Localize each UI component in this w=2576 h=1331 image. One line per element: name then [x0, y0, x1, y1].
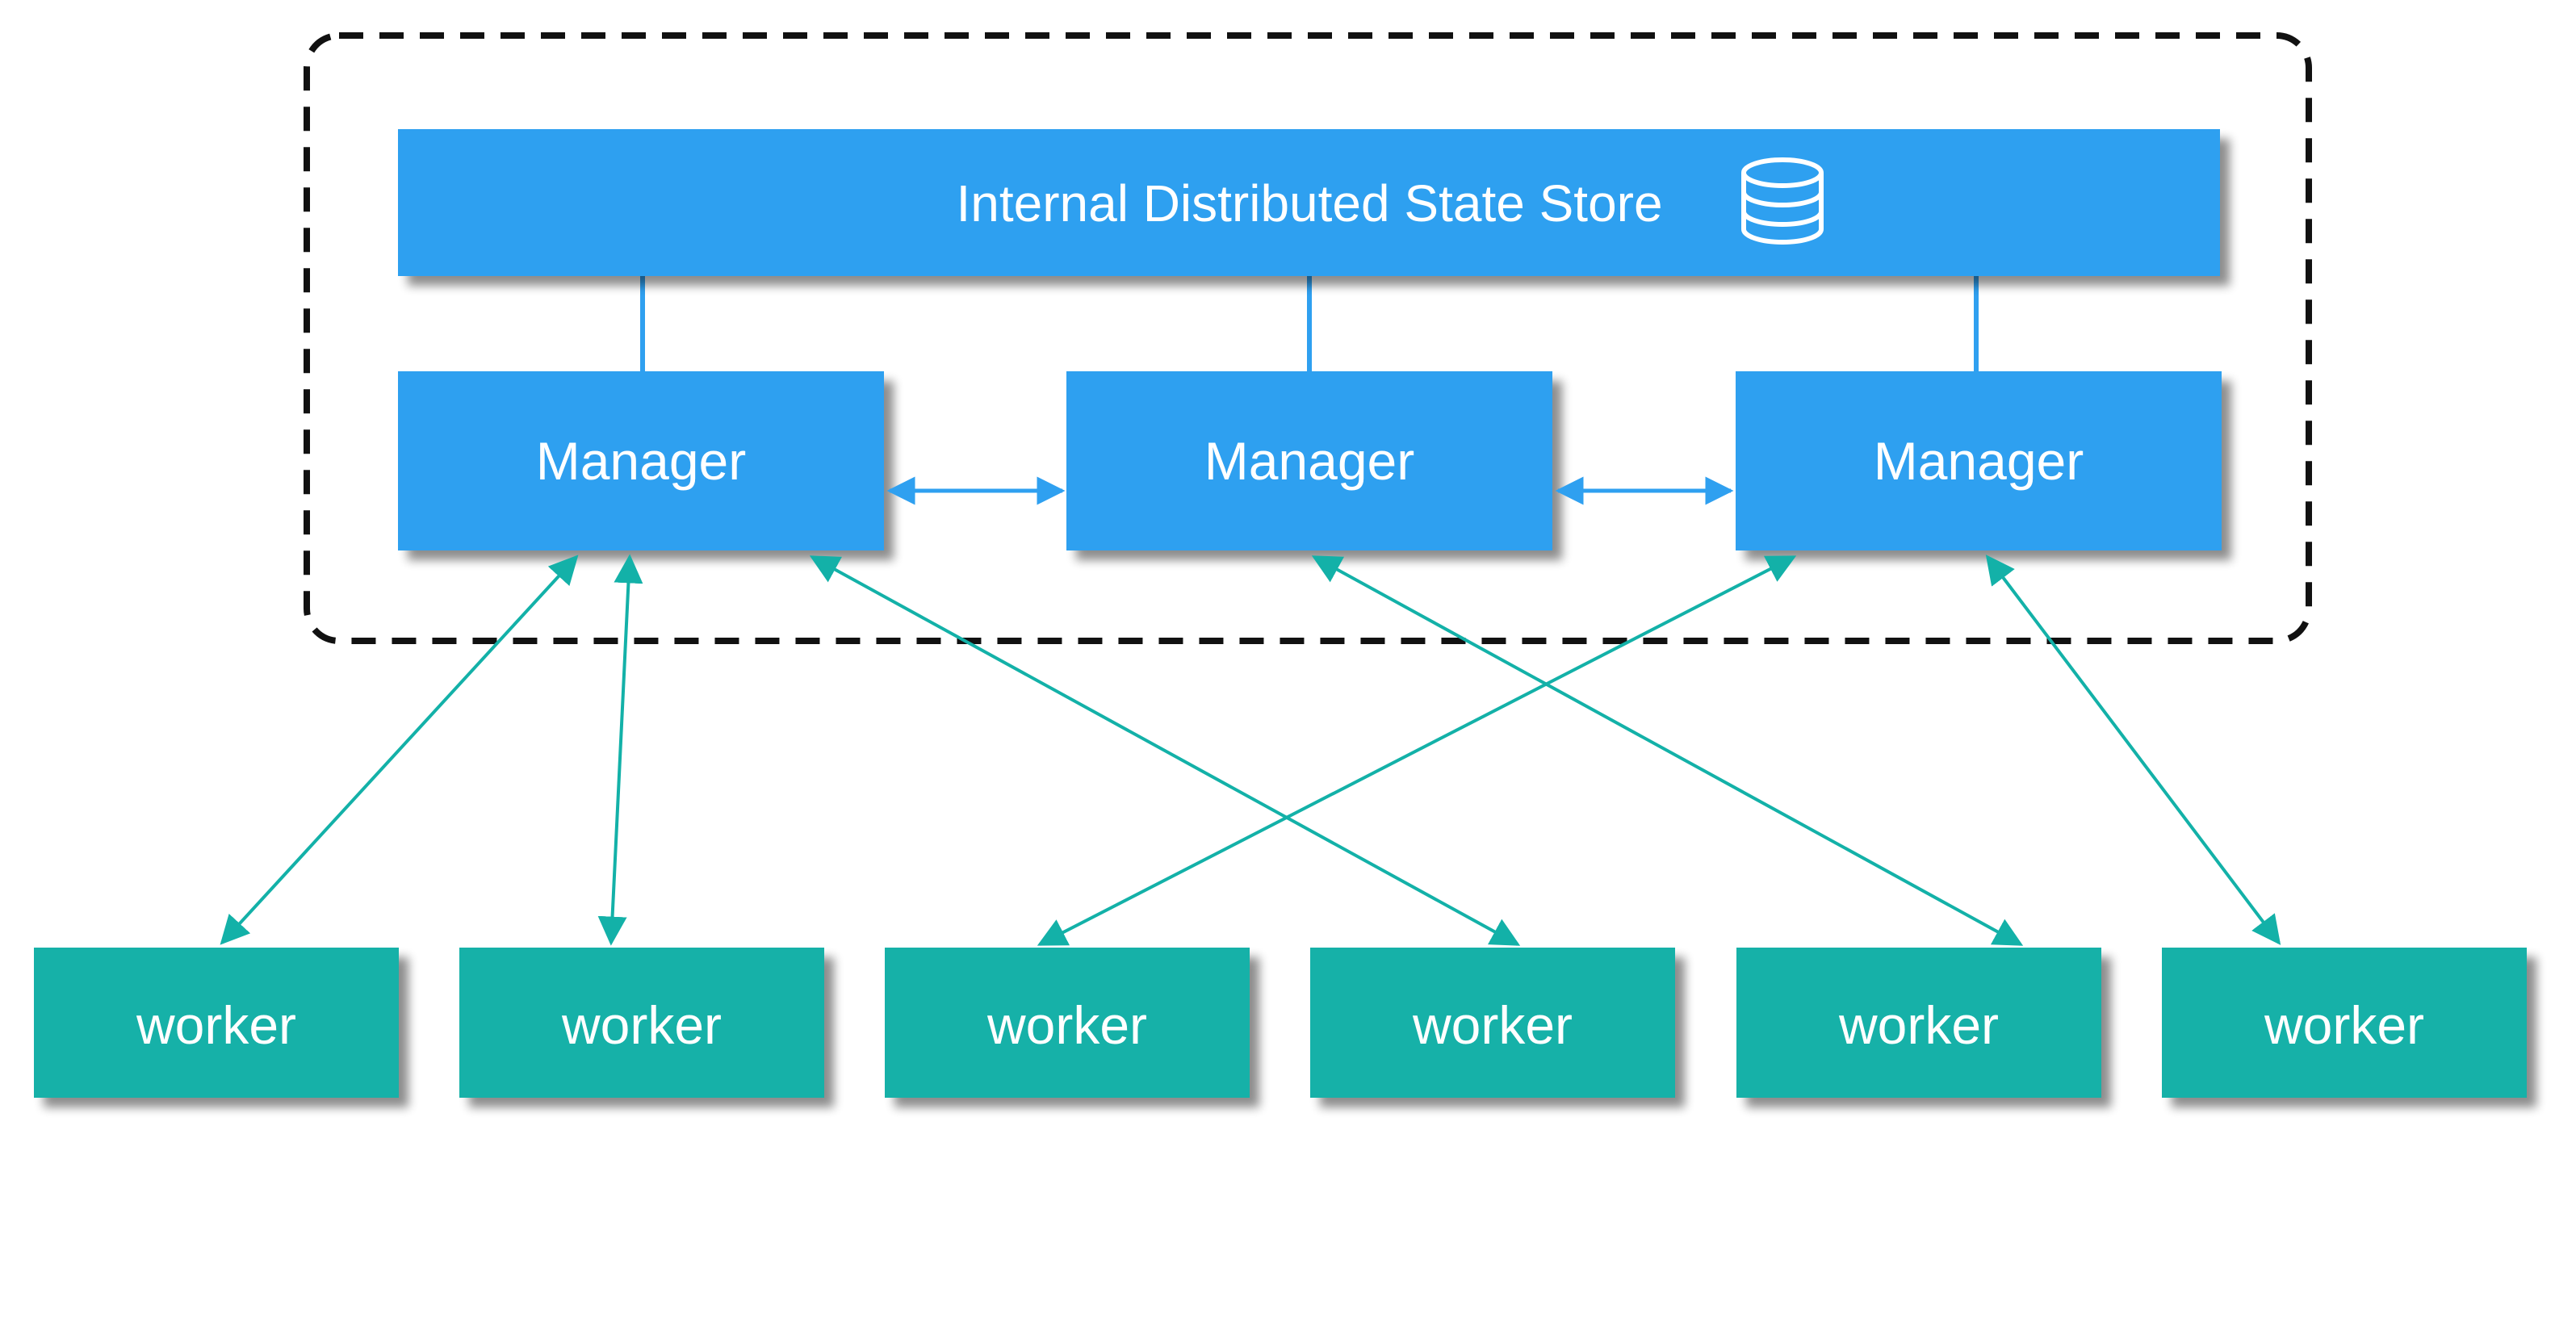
worker-node-4[interactable]: worker: [1736, 948, 2101, 1098]
store-manager-connectors: [640, 276, 1979, 371]
state-store-box: [398, 129, 2220, 276]
worker-link-w2-m2: [1037, 555, 1797, 946]
manager-node-1[interactable]: Manager: [1066, 371, 1552, 550]
state-store: Internal Distributed State Store: [398, 129, 2220, 276]
state-store-label: Internal Distributed State Store: [956, 174, 1662, 232]
worker-link-w3-m0: [809, 555, 1521, 946]
worker-label: worker: [1838, 995, 1999, 1055]
worker-manager-links: [220, 554, 2281, 946]
worker-label: worker: [2264, 995, 2424, 1055]
worker-node-1[interactable]: worker: [459, 948, 824, 1098]
worker-label: worker: [561, 995, 722, 1055]
manager-label: Manager: [1204, 431, 1415, 491]
workers: worker worker worker worker worker worke…: [34, 948, 2527, 1098]
managers: Manager Manager Manager: [398, 371, 2222, 550]
manager-node-2[interactable]: Manager: [1736, 371, 2222, 550]
manager-node-0[interactable]: Manager: [398, 371, 884, 550]
worker-label: worker: [1412, 995, 1573, 1055]
worker-link-w0-m0: [220, 555, 579, 945]
manager-label: Manager: [1874, 431, 2084, 491]
worker-link-w5-m2: [1985, 555, 2281, 945]
manager-cluster-boundary: [304, 32, 2312, 644]
worker-link-w4-m1: [1311, 555, 2024, 946]
worker-node-0[interactable]: worker: [34, 948, 399, 1098]
worker-label: worker: [986, 995, 1147, 1055]
worker-node-5[interactable]: worker: [2162, 948, 2527, 1098]
worker-label: worker: [136, 995, 296, 1055]
database-icon: [1741, 157, 1824, 245]
worker-link-w1-m0: [597, 554, 643, 946]
worker-node-2[interactable]: worker: [885, 948, 1250, 1098]
worker-node-3[interactable]: worker: [1310, 948, 1675, 1098]
manager-label: Manager: [536, 431, 747, 491]
